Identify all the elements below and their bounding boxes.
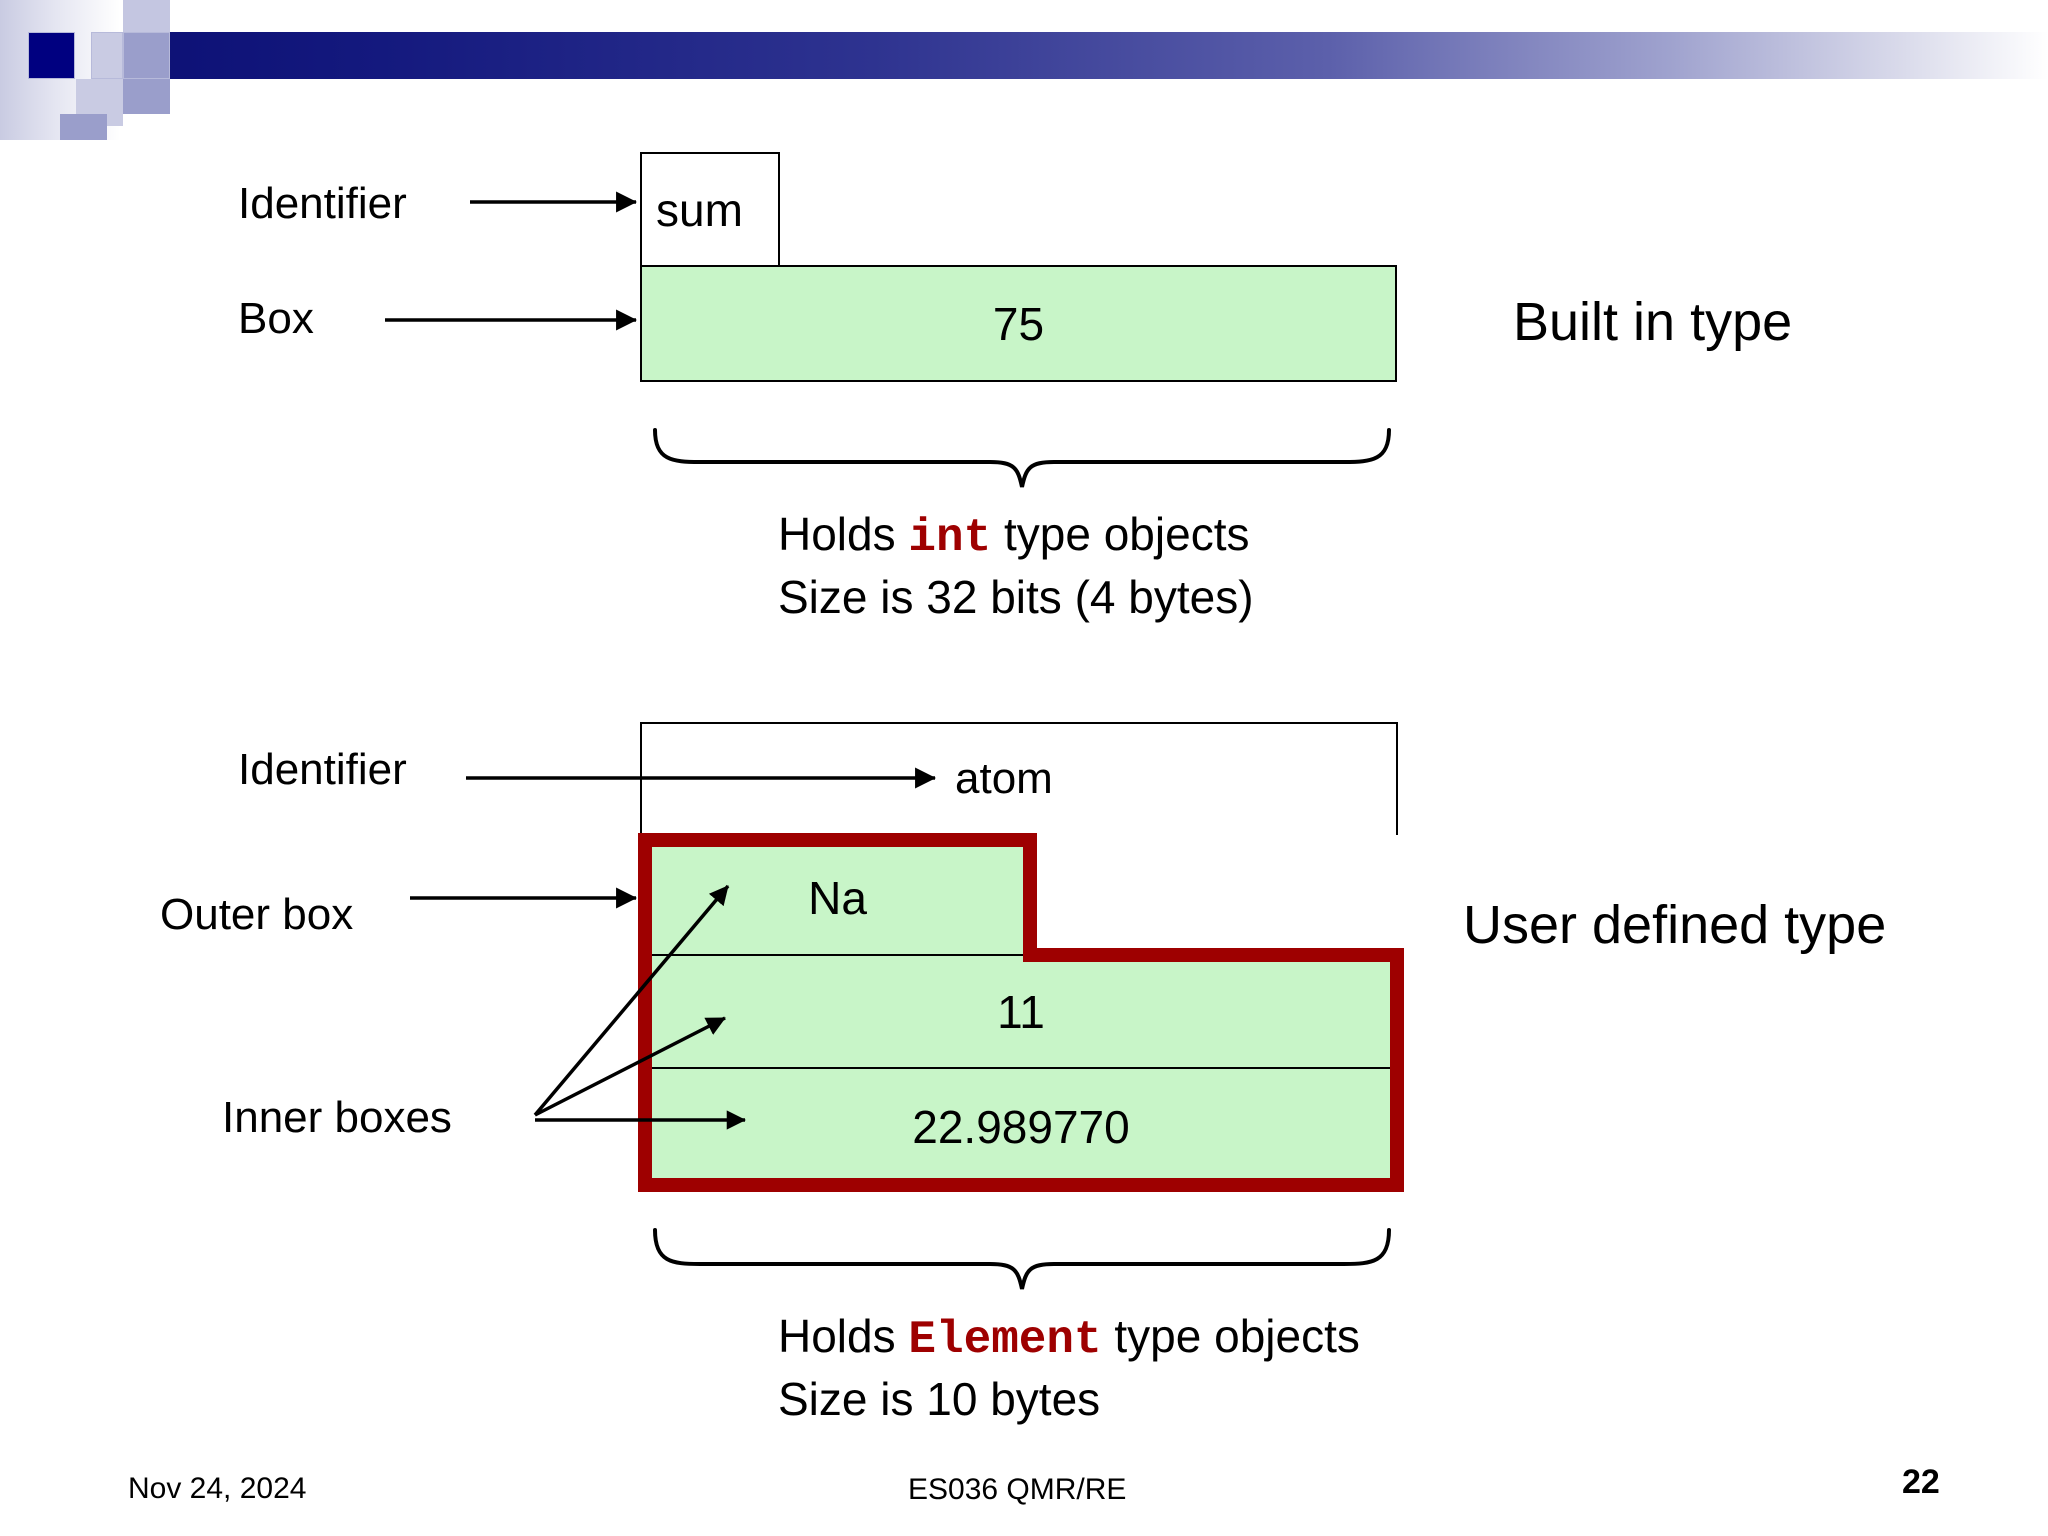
builtin-caption: Holds int type objects Size is 32 bits (… bbox=[778, 505, 1254, 627]
userdefined-innerboxes-label: Inner boxes bbox=[222, 1093, 452, 1142]
builtin-caption-prefix: Holds bbox=[778, 508, 909, 560]
builtin-caption-line1: Holds int type objects bbox=[778, 505, 1254, 568]
userdefined-caption-suffix: type objects bbox=[1101, 1310, 1360, 1362]
userdefined-inner-box-2: 22.989770 bbox=[645, 1068, 1397, 1185]
builtin-value-box: 75 bbox=[640, 265, 1397, 382]
userdefined-caption-line1: Holds Element type objects bbox=[778, 1307, 1360, 1370]
userdefined-caption-line2: Size is 10 bytes bbox=[778, 1372, 1101, 1425]
brace-builtin bbox=[653, 428, 1391, 488]
brace-userdefined bbox=[653, 1228, 1391, 1290]
builtin-box-label: Box bbox=[238, 294, 314, 343]
userdefined-inner-value-0: Na bbox=[808, 871, 867, 924]
builtin-caption-suffix: type objects bbox=[991, 508, 1250, 560]
builtin-identifier-label: Identifier bbox=[238, 179, 407, 228]
header-square-darkblue bbox=[28, 32, 75, 79]
header-square-mid-1 bbox=[123, 32, 170, 79]
builtin-identifier-box: sum bbox=[640, 152, 780, 267]
userdefined-inner-box-0: Na bbox=[645, 840, 1030, 955]
userdefined-caption-prefix: Holds bbox=[778, 1310, 909, 1362]
userdefined-outerbox-label: Outer box bbox=[160, 890, 354, 939]
header-square-mid-2 bbox=[123, 79, 170, 114]
footer-page-number: 22 bbox=[1902, 1463, 1940, 1501]
userdefined-identifier-label: Identifier bbox=[238, 745, 407, 794]
userdefined-identifier-value: atom bbox=[955, 754, 1053, 803]
builtin-caption-line2: Size is 32 bits (4 bytes) bbox=[778, 570, 1254, 623]
builtin-box-value: 75 bbox=[992, 297, 1045, 350]
userdefined-inner-value-1: 11 bbox=[997, 985, 1045, 1038]
builtin-identifier-value: sum bbox=[656, 183, 743, 236]
footer-date: Nov 24, 2024 bbox=[128, 1472, 307, 1505]
userdefined-inner-box-1: 11 bbox=[645, 955, 1397, 1068]
header-gradient-bar bbox=[155, 32, 2048, 79]
userdefined-caption: Holds Element type objects Size is 10 by… bbox=[778, 1307, 1360, 1429]
header-square-mid-3 bbox=[60, 114, 107, 140]
header-square-light-top bbox=[123, 0, 170, 33]
builtin-caption-code: int bbox=[908, 512, 992, 564]
footer-course: ES036 QMR/RE bbox=[908, 1473, 1127, 1506]
header-decoration bbox=[0, 0, 2048, 140]
builtin-type-title: Built in type bbox=[1513, 292, 1793, 352]
header-square-light-1 bbox=[91, 32, 123, 79]
userdefined-inner-value-2: 22.989770 bbox=[912, 1100, 1130, 1153]
userdefined-type-title: User defined type bbox=[1463, 895, 1887, 955]
userdefined-caption-code: Element bbox=[908, 1314, 1102, 1366]
